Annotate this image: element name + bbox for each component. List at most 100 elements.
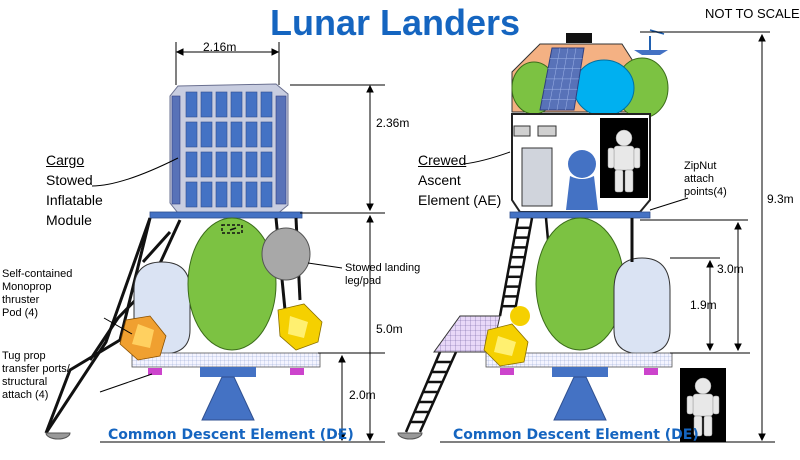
inflatable-panel [200, 181, 213, 208]
inflatable-panel [260, 91, 273, 118]
crewed-heading: Crewed [418, 152, 467, 168]
inflatable-panel [245, 151, 258, 178]
inflatable-panel [200, 151, 213, 178]
inflatable-panel [230, 121, 243, 148]
crewed-frame-strut [544, 217, 550, 241]
astronaut-figure-upper [607, 129, 641, 193]
descent-label-right: Common Descent Element (DE) [453, 427, 699, 443]
inflatable-panel [230, 151, 243, 178]
tug-label: Tug prop transfer ports/ structural atta… [2, 350, 70, 402]
inflatable-panel [260, 151, 273, 178]
solar-grid-line [556, 47, 569, 111]
crewed-line-1: Ascent [418, 172, 461, 188]
crewed-tug-port-right [644, 368, 658, 375]
thruster-line-4: Pod (4) [2, 307, 39, 319]
thruster-line-1: Self-contained [2, 268, 73, 280]
cargo-footpad [45, 432, 71, 440]
thruster-label: Self-contained Monoprop thruster Pod (4) [2, 268, 72, 320]
crewed-tug-port-left [500, 368, 514, 375]
cargo-line-1: Stowed [46, 172, 93, 188]
cabin-window-2 [537, 125, 557, 137]
dim-total-height: 9.3m [767, 192, 794, 206]
ascent-tank-cyan [573, 59, 635, 117]
crew-ladder [404, 217, 550, 433]
inflatable-panel [215, 121, 228, 148]
cargo-line-3: Module [46, 212, 92, 228]
cargo-deck [149, 211, 303, 219]
inflatable-panel [245, 91, 258, 118]
tug-line-2: transfer ports/ [2, 363, 70, 375]
crewed-deck [509, 211, 651, 219]
astronaut-figure-lower [686, 377, 720, 437]
inflatable-panel [230, 181, 243, 208]
inflatable-panel [230, 91, 243, 118]
crew-capsule [566, 150, 598, 210]
crewed-engine-mount [552, 367, 608, 377]
inflatable-panel [260, 121, 273, 148]
dim-width-top: 2.16m [203, 40, 237, 54]
inflatable-panel [185, 151, 198, 178]
inflatable-panel [245, 181, 258, 208]
crewed-lander [397, 29, 726, 442]
inflatable-panel [215, 91, 228, 118]
thruster-line-3: thruster [2, 294, 40, 306]
zipnut-line-3: points(4) [684, 186, 727, 198]
inflatable-panel [200, 91, 213, 118]
solar-grid-line [548, 47, 561, 111]
dim-tank-outer: 3.0m [717, 262, 744, 276]
cargo-tug-port-left [148, 368, 162, 375]
dimension-width-line [175, 42, 280, 85]
thruster-line-2: Monoprop [2, 281, 52, 293]
tug-line-3: structural [2, 376, 48, 388]
cargo-engine-mount [200, 367, 256, 377]
cargo-tug-port-right [290, 368, 304, 375]
inflatable-panel [185, 181, 198, 208]
zipnut-label: ZipNut attach points(4) [684, 160, 727, 199]
tug-line-4: attach (4) [2, 389, 49, 401]
dim-tank-inner: 1.9m [690, 298, 717, 312]
dim-de-height: 5.0m [376, 322, 403, 336]
inflatable-panel [260, 181, 273, 208]
crewed-label: Crewed Ascent Element (AE) [418, 150, 501, 210]
cargo-engine-nozzle [201, 376, 255, 421]
dim-cargo-height: 2.36m [376, 116, 410, 130]
docking-hatch [566, 33, 592, 43]
cargo-thruster-pod-right [277, 303, 323, 351]
inflatable-panel [215, 151, 228, 178]
inflatable-panel [215, 181, 228, 208]
solar-panel-grid [542, 47, 583, 111]
zipnut-line-2: attach [684, 173, 714, 185]
zipnut-line-1: ZipNut [684, 160, 717, 172]
page-title: Lunar Landers [269, 2, 521, 43]
crewed-dimension-lines [440, 31, 775, 443]
cargo-heading: Cargo [46, 152, 85, 168]
cargo-line-2: Inflatable [46, 192, 103, 208]
crewed-thruster-pod [483, 306, 530, 367]
cargo-lander [44, 42, 323, 440]
cabin-hatch-door [521, 147, 553, 207]
crewed-footpad [397, 432, 423, 440]
diagram-artwork [44, 29, 775, 443]
cabin-window-1 [513, 125, 531, 137]
solar-grid-line [565, 47, 577, 111]
cargo-label: Cargo Stowed Inflatable Module [46, 150, 103, 230]
leader-lines [91, 151, 689, 393]
scale-note: NOT TO SCALE [705, 6, 800, 21]
lunar-landers-diagram: Lunar Landers NOT TO SCALE 2.16m 2.36m 5… [2, 2, 800, 443]
stowed-landing-leg [221, 224, 243, 234]
descent-label-left: Common Descent Element (DE) [108, 427, 354, 443]
tug-line-1: Tug prop [2, 350, 46, 362]
cargo-dimension-lines [100, 84, 385, 443]
stowed-inflatable-module [169, 83, 289, 216]
crewed-line-2: Element (AE) [418, 192, 502, 208]
inflatable-panel [185, 121, 198, 148]
landing-leg-line-1: Stowed landing [345, 262, 421, 274]
inflatable-panel [245, 121, 258, 148]
crewed-tank-lavender [613, 257, 671, 355]
inflatable-panel [185, 91, 198, 118]
inflatable-panel-grid [185, 91, 273, 208]
dim-base-height: 2.0m [349, 388, 376, 402]
cargo-thruster-pod-left [119, 315, 167, 361]
inflatable-panel [200, 121, 213, 148]
landing-leg-label: Stowed landing leg/pad [345, 262, 420, 288]
